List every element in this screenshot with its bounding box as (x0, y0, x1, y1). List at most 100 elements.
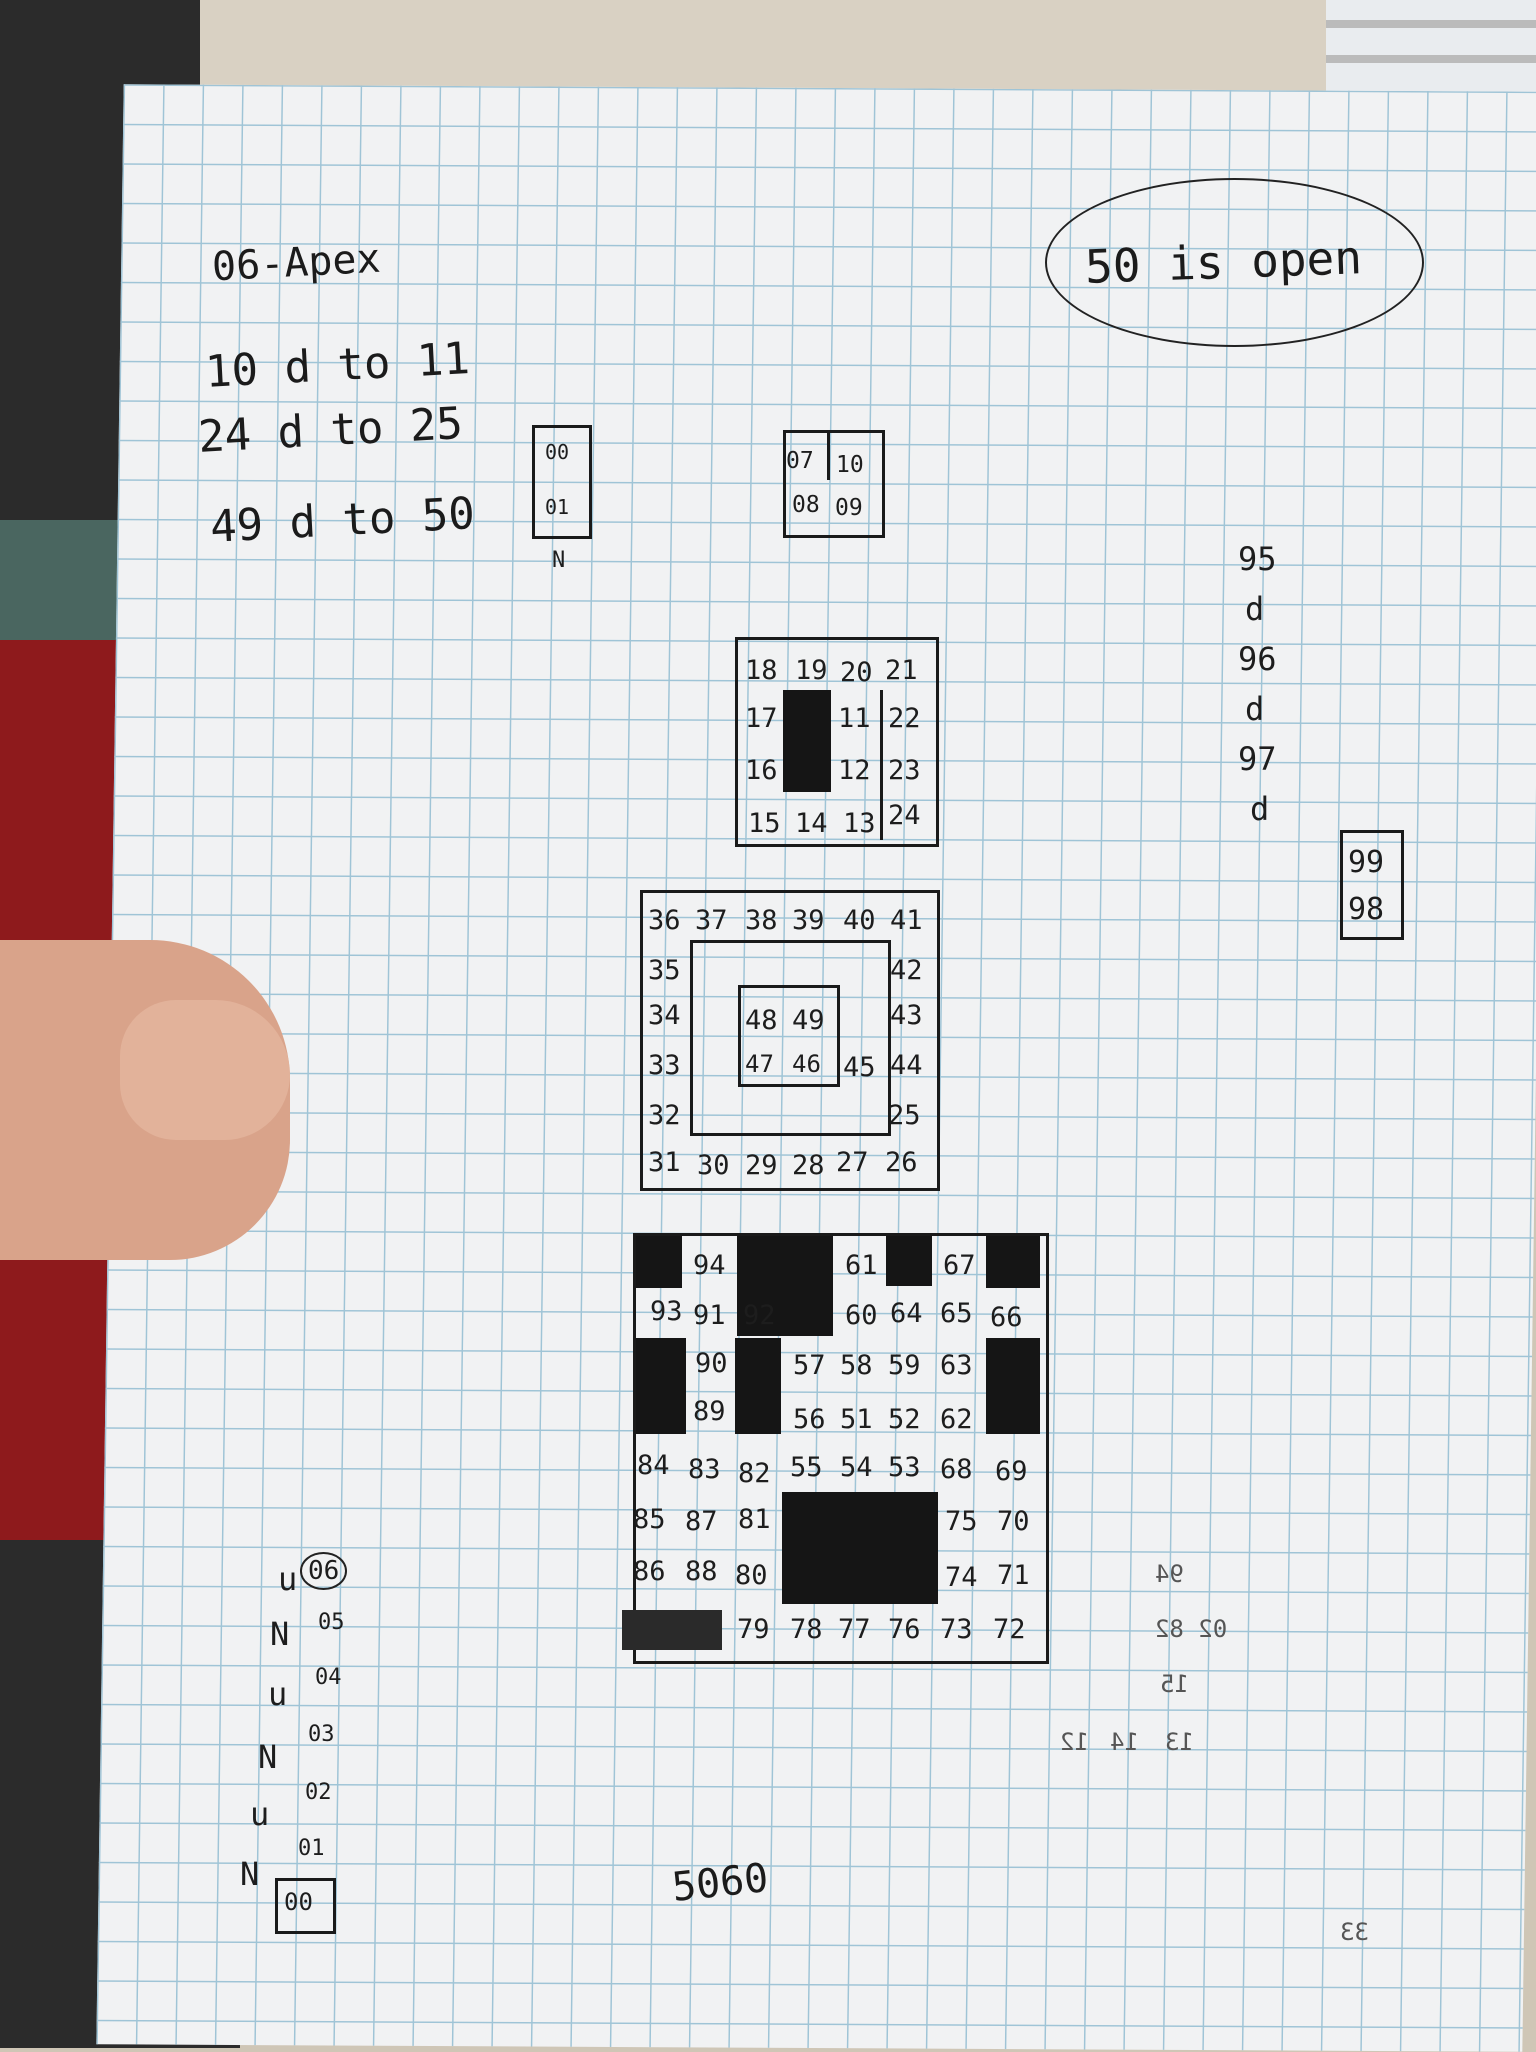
col-d2: d (1245, 690, 1265, 728)
cell-07: 07 (786, 448, 814, 474)
level-25-49-outer (640, 890, 940, 1191)
cell-62: 62 (940, 1404, 973, 1435)
cell-36: 36 (648, 905, 681, 936)
cell-17: 17 (745, 703, 778, 734)
col-95: 95 (1238, 540, 1277, 578)
cell-59: 59 (888, 1350, 921, 1381)
cell-24: 24 (888, 800, 921, 831)
cell-48: 48 (745, 1005, 778, 1036)
cell-32: 32 (648, 1100, 681, 1131)
cell-61: 61 (845, 1250, 878, 1281)
cell-92: 92 (743, 1300, 776, 1331)
box-07-10 (783, 430, 885, 538)
cell-94: 94 (693, 1250, 726, 1281)
ladder-04: 04 (315, 1665, 342, 1690)
box-99-98 (1340, 830, 1404, 940)
ladder-letter-4: N (258, 1738, 278, 1776)
shade-a3 (886, 1236, 932, 1286)
hand-holding-paper (0, 940, 290, 1260)
cell-30: 30 (697, 1150, 730, 1181)
cell-64: 64 (890, 1298, 923, 1329)
cell-69: 69 (995, 1456, 1028, 1487)
shade-a2 (737, 1236, 833, 1336)
cell-83: 83 (688, 1454, 721, 1485)
cell-23: 23 (888, 755, 921, 786)
cell-11: 11 (838, 703, 871, 734)
cell-78: 78 (790, 1614, 823, 1645)
shade-b2 (735, 1338, 781, 1434)
cell-70: 70 (997, 1506, 1030, 1537)
faint-6: 13 (1165, 1728, 1194, 1756)
cell-67: 67 (943, 1250, 976, 1281)
cell-16: 16 (745, 755, 778, 786)
col-97: 97 (1238, 740, 1277, 778)
ladder-03: 03 (308, 1722, 335, 1747)
cell-21: 21 (885, 655, 918, 686)
cell-90: 90 (695, 1348, 728, 1379)
ladder-letter-6: N (240, 1855, 260, 1893)
cell-80: 80 (735, 1560, 768, 1591)
cell-93: 93 (650, 1296, 683, 1327)
ladder-02: 02 (305, 1780, 332, 1805)
cell-34: 34 (648, 1000, 681, 1031)
cell-29: 29 (745, 1150, 778, 1181)
level-25-49-inner-ring (690, 940, 891, 1136)
cell-75: 75 (945, 1506, 978, 1537)
cell-19: 19 (795, 655, 828, 686)
cell-42: 42 (890, 955, 923, 986)
cell-31: 31 (648, 1147, 681, 1178)
cell-54: 54 (840, 1452, 873, 1483)
cell-85: 85 (633, 1504, 666, 1535)
cell-09: 09 (835, 495, 863, 521)
cell-65: 65 (940, 1298, 973, 1329)
level-25-49-core (738, 985, 840, 1087)
cell-25: 25 (888, 1100, 921, 1131)
shade-a4 (986, 1236, 1040, 1288)
cell-56: 56 (793, 1404, 826, 1435)
cell-51: 51 (840, 1404, 873, 1435)
cell-55: 55 (790, 1452, 823, 1483)
ladder-letter-3: u (268, 1675, 288, 1713)
level-11-24-shaded (783, 690, 831, 792)
shade-b3 (986, 1338, 1040, 1434)
open-note-oval (1045, 178, 1424, 347)
cell-71: 71 (997, 1560, 1030, 1591)
ladder-01: 01 (298, 1836, 325, 1861)
label-n: N (552, 548, 566, 573)
cell-91: 91 (693, 1300, 726, 1331)
ladder-00-box (275, 1878, 336, 1934)
cell-81: 81 (738, 1504, 771, 1535)
cell-52: 52 (888, 1404, 921, 1435)
level-11-24-divider (880, 690, 883, 840)
cell-22: 22 (888, 703, 921, 734)
shade-d1 (622, 1610, 722, 1650)
faint-4: 12 (1060, 1728, 1089, 1756)
shade-b1 (636, 1338, 686, 1434)
ladder-letter-2: N (270, 1615, 290, 1653)
cell-84: 84 (637, 1450, 670, 1481)
shade-a1 (636, 1236, 682, 1288)
cell-35: 35 (648, 955, 681, 986)
cell-39: 39 (792, 905, 825, 936)
cell-66: 66 (990, 1302, 1023, 1333)
col-96: 96 (1238, 640, 1277, 678)
cell-38: 38 (745, 905, 778, 936)
cell-45: 45 (843, 1052, 876, 1083)
ladder-06: 06 (300, 1552, 348, 1590)
cell-98: 98 (1348, 892, 1385, 927)
faint-7: 33 (1340, 1918, 1369, 1946)
cell-72: 72 (993, 1614, 1026, 1645)
ladder-00: 00 (284, 1888, 313, 1916)
cell-27: 27 (836, 1147, 869, 1178)
cell-79: 79 (737, 1614, 770, 1645)
level-50-94-outer (633, 1233, 1049, 1664)
note-apex: 06-Apex (210, 235, 382, 291)
box-00-01 (532, 425, 592, 539)
faint-2: 02 82 (1155, 1615, 1228, 1643)
level-11-24-box (735, 637, 939, 847)
cell-60: 60 (845, 1300, 878, 1331)
cell-77: 77 (838, 1614, 871, 1645)
cell-28: 28 (792, 1150, 825, 1181)
cell-20: 20 (840, 657, 873, 688)
cell-44: 44 (890, 1050, 923, 1081)
